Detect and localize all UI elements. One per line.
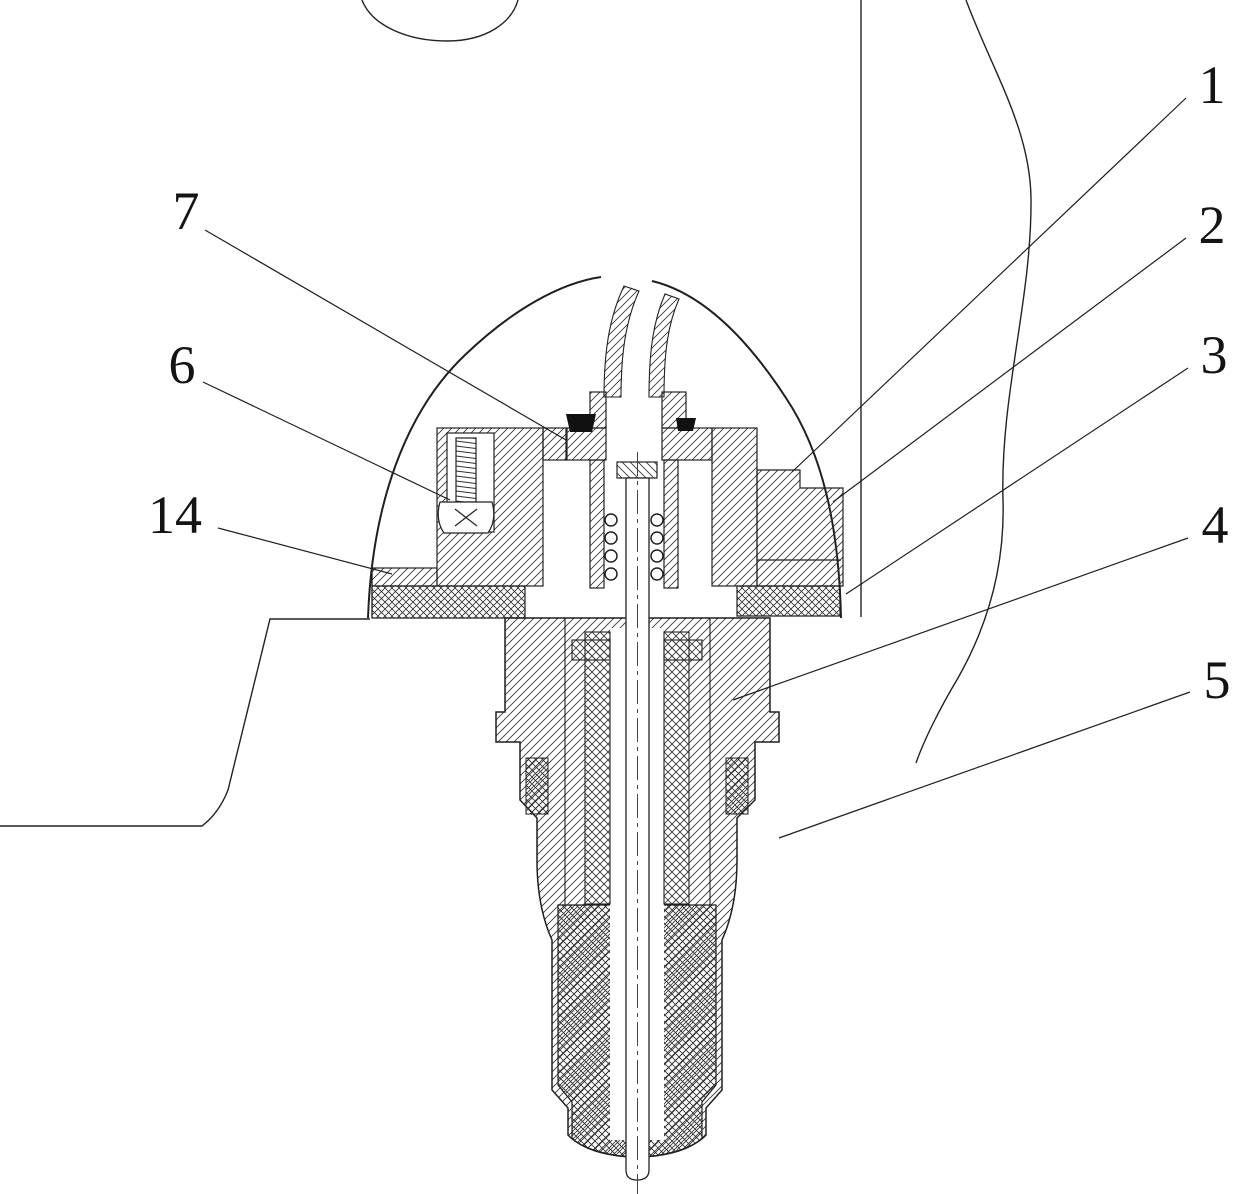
ref-label-14: 14 — [148, 485, 202, 545]
housing-section — [436, 391, 844, 589]
seal-left — [566, 414, 596, 432]
spring-coil — [604, 567, 618, 581]
ref-label-1: 1 — [1199, 55, 1226, 115]
lead-cable — [603, 285, 680, 398]
dome-left-wall — [367, 276, 602, 619]
gasket-right — [736, 585, 841, 617]
leader-line-3 — [845, 367, 1189, 595]
packing-right — [725, 757, 749, 815]
inner-tube — [564, 618, 711, 905]
ref-label-5: 5 — [1204, 650, 1231, 710]
inner-sleeve-left — [589, 459, 605, 589]
ref-label-6: 6 — [169, 335, 196, 395]
screw-shank — [455, 437, 477, 503]
gasket-left — [371, 585, 526, 619]
leader-line-7 — [204, 229, 567, 441]
machine-top-notch — [361, 0, 519, 42]
machine-left-contour — [0, 618, 370, 827]
packing-pieces — [525, 757, 749, 815]
housing-right-extension — [756, 469, 844, 587]
cable-wall-left — [603, 285, 640, 398]
packing-left — [525, 757, 549, 815]
seal-right — [676, 418, 696, 431]
leader-line-1 — [791, 97, 1187, 473]
spring-coil — [604, 513, 618, 527]
spring-coil — [650, 531, 664, 545]
spring-section — [604, 513, 664, 581]
gland-flange-left — [565, 427, 607, 461]
gland-seals — [566, 414, 696, 432]
leader-line-5 — [778, 691, 1191, 839]
leader-line-14 — [217, 527, 393, 575]
tube-wall-right — [663, 631, 690, 905]
ref-label-3: 3 — [1201, 325, 1228, 385]
spring-coil — [650, 513, 664, 527]
leader-line-4 — [732, 537, 1189, 701]
reference-numerals: 1 2 3 4 5 6 7 14 — [148, 55, 1231, 710]
spring-coil — [604, 549, 618, 563]
leader-line-6 — [202, 381, 451, 501]
leader-line-2 — [832, 237, 1187, 503]
spring-coil — [650, 567, 664, 581]
machine-right-contour — [915, 0, 1032, 764]
ref-label-7: 7 — [173, 181, 200, 241]
cable-wall-right — [648, 293, 680, 398]
housing-right-column — [711, 427, 758, 587]
fixing-screw — [437, 437, 495, 534]
housing-top-plate-left — [542, 427, 568, 461]
ref-label-2: 2 — [1199, 195, 1226, 255]
ref-label-4: 4 — [1202, 495, 1229, 555]
spring-coil — [650, 549, 664, 563]
screw-slot — [454, 508, 478, 527]
inner-sleeve-right — [663, 459, 679, 589]
gland-flange-right — [661, 427, 713, 461]
machine-outline — [0, 0, 1032, 827]
spring-coil — [604, 531, 618, 545]
gland-upper-right — [661, 391, 687, 429]
leader-lines — [202, 97, 1191, 839]
tube-wall-left — [584, 631, 611, 905]
